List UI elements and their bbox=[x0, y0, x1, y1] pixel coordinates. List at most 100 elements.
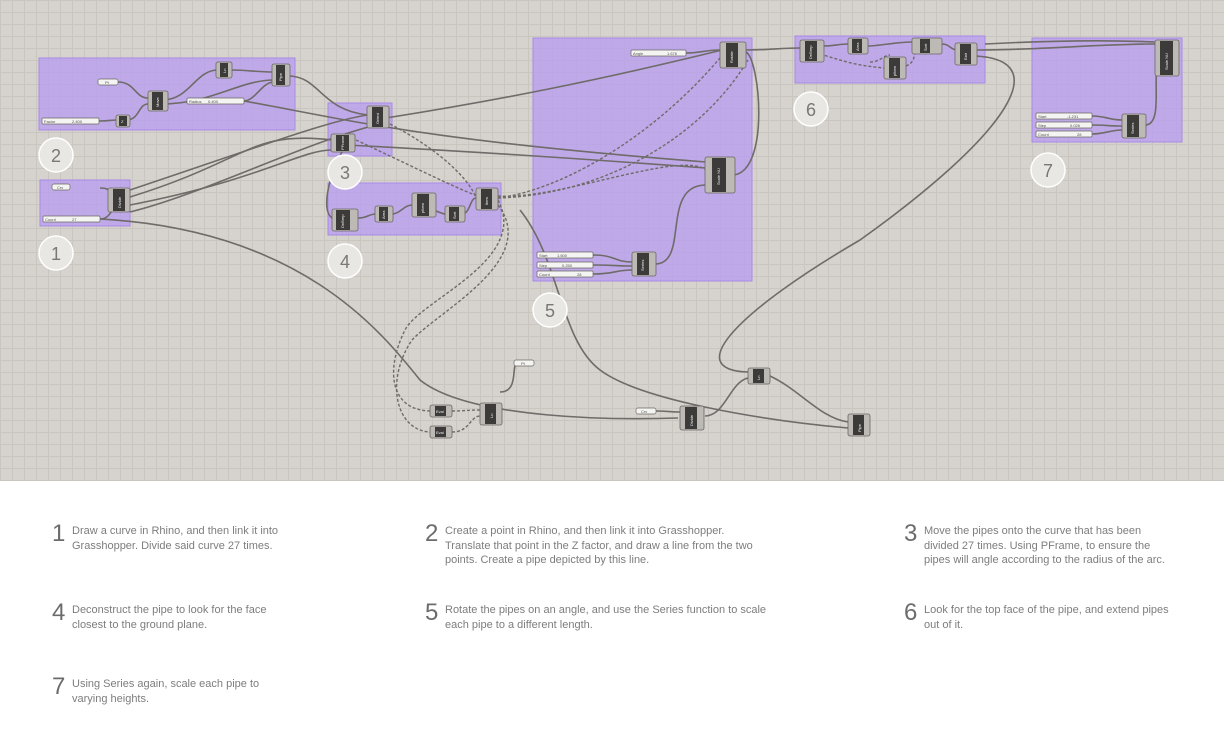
pipe-component[interactable]: Pipe bbox=[271, 63, 291, 87]
line-component-floating-a[interactable]: Ln bbox=[479, 402, 503, 426]
divide-label-floating: Divide bbox=[689, 414, 694, 426]
g1-count-slider[interactable]: Count 27 bbox=[42, 215, 101, 223]
sort-label: Sort bbox=[452, 211, 457, 219]
grasshopper-canvas[interactable]: Crv Count 27 Divide Pt Factor 2.400 bbox=[0, 0, 1224, 481]
g7-start-value: -1.231 bbox=[1067, 114, 1079, 119]
dashed-wires bbox=[355, 45, 921, 433]
listitem-component[interactable]: pItem bbox=[411, 192, 437, 218]
g1-count-value: 27 bbox=[72, 217, 77, 222]
pframe-component[interactable]: PFrame bbox=[330, 133, 356, 153]
g5-count-slider[interactable]: Count 28 bbox=[536, 270, 594, 278]
eval-component-a[interactable]: Eval bbox=[429, 404, 453, 418]
g2-point-label: Pt bbox=[105, 80, 110, 85]
g7-step-slider[interactable]: Step 0.026 bbox=[1035, 121, 1093, 129]
step-4-number: 4 bbox=[52, 599, 66, 626]
extrude-component[interactable]: Extr bbox=[954, 42, 978, 66]
floating-point-param[interactable]: Pt bbox=[513, 359, 535, 367]
divide-component[interactable]: Divide bbox=[107, 187, 131, 213]
node-graph: Crv Count 27 Divide Pt Factor 2.400 bbox=[38, 35, 1183, 439]
g2-radius-slider[interactable]: Radius 0.400 bbox=[186, 97, 245, 105]
line-component-floating-b[interactable]: Ln bbox=[747, 367, 771, 385]
line-component[interactable]: Ln bbox=[215, 61, 233, 79]
rotate-component[interactable]: Rotate bbox=[719, 41, 747, 69]
series-component-g7[interactable]: Series bbox=[1121, 113, 1147, 139]
sort-component[interactable]: Sort bbox=[444, 205, 466, 223]
group-label-2-text: 2 bbox=[51, 146, 61, 166]
group-label-4: 4 bbox=[327, 243, 363, 279]
g1-curve-param[interactable]: Crv bbox=[51, 183, 71, 191]
orient-component[interactable]: Orient bbox=[366, 105, 390, 129]
g1-curve-label: Crv bbox=[57, 185, 63, 190]
step-2-text: Create a point in Rhino, and then link i… bbox=[445, 525, 753, 566]
deconbrep-label: DeBrep bbox=[340, 214, 345, 228]
eval-label-a: Eval bbox=[436, 409, 444, 414]
series-component-g5[interactable]: Series bbox=[631, 251, 657, 277]
area-component-g6[interactable]: Area bbox=[847, 37, 869, 55]
g5-start-label: Start bbox=[539, 253, 548, 258]
g1-count-label: Count bbox=[45, 217, 57, 222]
floating-point-label: Pt bbox=[521, 361, 526, 366]
step-2-number: 2 bbox=[425, 520, 439, 547]
group-label-1-text: 1 bbox=[51, 244, 61, 264]
pipe-label-floating: Pipe bbox=[857, 423, 862, 432]
g5-start-slider[interactable]: Start 1.600 bbox=[536, 251, 594, 259]
pframe-label: PFrame bbox=[340, 135, 345, 150]
group-label-1: 1 bbox=[38, 235, 74, 271]
eval-label-b: Eval bbox=[436, 430, 444, 435]
g2-factor-label: Factor bbox=[44, 119, 56, 124]
line-label-floating-b: Ln bbox=[756, 376, 761, 380]
z-component[interactable]: Z bbox=[115, 114, 131, 128]
item-label: Item bbox=[484, 197, 489, 205]
g2-radius-value: 0.400 bbox=[208, 99, 219, 104]
g2-radius-label: Radius bbox=[189, 99, 201, 104]
g2-point-param[interactable]: Pt bbox=[97, 78, 119, 86]
area-component-g4[interactable]: Area bbox=[374, 205, 394, 223]
series-label-g5: Series bbox=[640, 260, 645, 271]
move-component[interactable]: Move bbox=[147, 90, 169, 112]
group-label-3: 3 bbox=[327, 154, 363, 190]
scale-nu-component-g7[interactable]: Scale NU bbox=[1154, 39, 1180, 77]
g5-count-value: 28 bbox=[577, 272, 582, 277]
scale-nu-label: Scale NU bbox=[716, 168, 721, 185]
scale-nu-component[interactable]: Scale NU bbox=[704, 156, 736, 194]
pipe-component-floating[interactable]: Pipe bbox=[847, 413, 871, 437]
g5-angle-value: 1.676 bbox=[667, 51, 678, 56]
orient-label: Orient bbox=[375, 112, 380, 124]
wires bbox=[98, 39, 1161, 429]
step-7-text: Using Series again, scale each pipe to v… bbox=[72, 678, 260, 705]
step-6-text: Look for the top face of the pipe, and e… bbox=[924, 604, 1169, 631]
step-4-text: Deconstruct the pipe to look for the fac… bbox=[72, 604, 267, 631]
g5-angle-label: Angle bbox=[633, 51, 644, 56]
g5-step-slider[interactable]: Step 0.250 bbox=[536, 261, 594, 269]
step-1-text: Draw a curve in Rhino, and then link it … bbox=[72, 525, 279, 552]
series-label-g7: Series bbox=[1130, 123, 1135, 134]
item-component[interactable]: Item bbox=[475, 187, 499, 211]
step-3-text: Move the pipes onto the curve that has b… bbox=[924, 525, 1165, 566]
g7-step-value: 0.026 bbox=[1070, 123, 1081, 128]
step-7-number: 7 bbox=[52, 673, 66, 700]
deconbrep-label-g6: DeBrep bbox=[808, 45, 813, 59]
eval-component-b[interactable]: Eval bbox=[429, 425, 453, 439]
g2-factor-slider[interactable]: Factor 2.400 bbox=[41, 117, 100, 125]
group-label-7: 7 bbox=[1030, 152, 1066, 188]
group-label-6: 6 bbox=[793, 91, 829, 127]
divide-component-floating[interactable]: Divide bbox=[679, 405, 705, 431]
step-5-number: 5 bbox=[425, 599, 439, 626]
deconbrep-component-g6[interactable]: DeBrep bbox=[799, 39, 825, 63]
group-label-5: 5 bbox=[532, 292, 568, 328]
g5-angle-slider[interactable]: Angle 1.676 bbox=[630, 49, 687, 57]
g7-start-label: Start bbox=[1038, 114, 1047, 119]
listitem-component-g6[interactable]: pItem bbox=[883, 56, 907, 80]
floating-curve-param[interactable]: Crv bbox=[635, 407, 657, 415]
g5-start-value: 1.600 bbox=[557, 253, 568, 258]
line-label-floating-a: Ln bbox=[489, 414, 494, 418]
deconbrep-component[interactable]: DeBrep bbox=[331, 208, 359, 232]
group-label-3-text: 3 bbox=[340, 163, 350, 183]
g7-start-slider[interactable]: Start -1.231 bbox=[1035, 112, 1093, 120]
divide-label: Divide bbox=[117, 196, 122, 208]
g7-count-slider[interactable]: Count 28 bbox=[1035, 130, 1093, 138]
group-label-2: 2 bbox=[38, 137, 74, 173]
g2-factor-value: 2.400 bbox=[72, 119, 83, 124]
sort-component-g6[interactable]: Sort bbox=[911, 37, 943, 55]
